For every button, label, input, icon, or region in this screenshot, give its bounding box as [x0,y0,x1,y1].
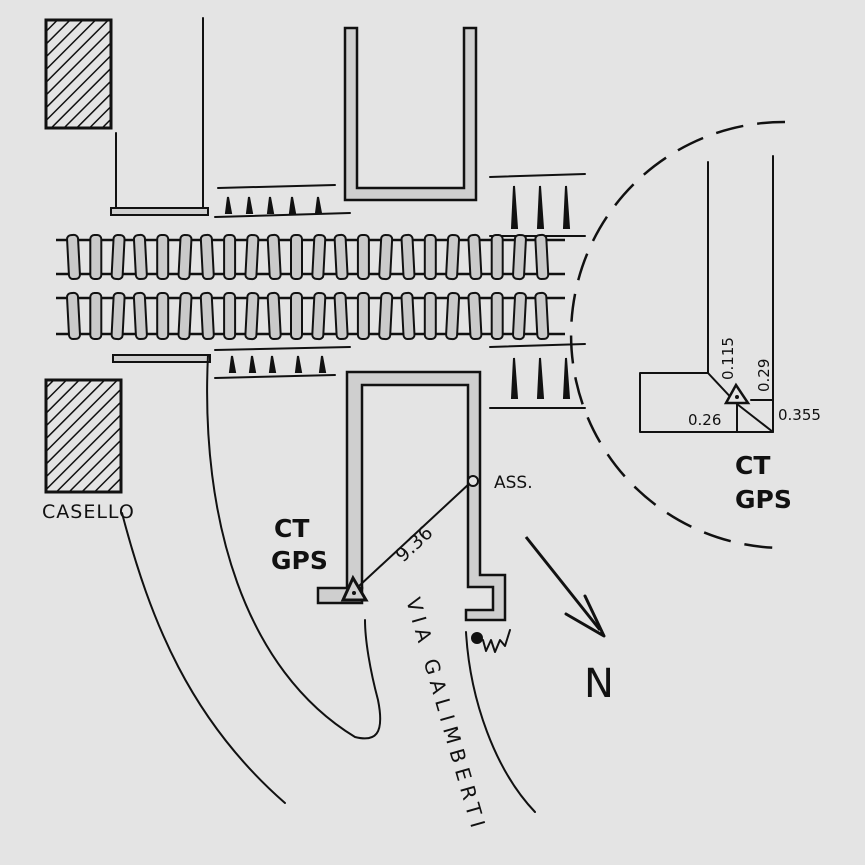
barrier-bottom-right [489,343,586,409]
distance-label: 9.36 [391,522,437,567]
post-icon [510,185,519,229]
post-icon [562,357,571,399]
ct-main-label: CT [274,514,309,543]
circle-icon [467,475,479,487]
rail-tie [110,291,126,341]
post-icon [562,185,571,229]
rail-tie [356,234,370,280]
ct-detail-label: CT [735,451,770,480]
gps-main-label: GPS [271,546,328,575]
offset-a-label: 0.115 [719,337,737,380]
rail-tie [378,233,394,281]
post-icon [266,196,275,214]
post-icon [288,196,297,214]
rail-tie [290,292,303,340]
post-icon [268,355,277,373]
rail-tie [266,233,282,281]
post-icon [536,357,545,399]
rail-tie [490,292,504,340]
rail-tie [223,292,237,340]
rail-tie [333,233,349,281]
gps-detail-label: GPS [735,485,792,514]
rail-tie [512,291,527,341]
post-icon [536,185,545,229]
rail-tie [132,233,148,281]
rail-tie [244,233,260,281]
railway-tracks [56,233,565,341]
distance-line [358,482,471,587]
post-icon [294,355,303,373]
rail-tie [177,291,193,341]
rail-tie [467,233,483,281]
rail-tie [311,291,327,341]
post-icon [245,196,254,214]
rail-tie [378,291,394,341]
detail-boundary [569,120,786,550]
post-icon [228,355,237,373]
offset-c-label: 0.26 [688,411,721,429]
rail-tie [110,233,126,281]
curved-roads [121,354,536,813]
rail-tie [423,292,437,340]
hatched-building-top [44,18,113,130]
rail-tie [132,291,148,341]
offset-b-label: 0.29 [755,359,773,392]
l-wall-bottom [345,370,507,622]
rail-tie [156,234,170,280]
rail-tie [290,234,303,280]
rail-tie [423,234,437,280]
benchmark-label: ASS. [494,473,533,493]
barrier-top-left [214,184,351,218]
rail-tie [512,233,527,281]
rail-tie [199,233,215,281]
rail-tie [266,291,282,341]
rail-tie [156,292,170,340]
post-icon [318,355,327,373]
lower-left-platform [112,354,211,363]
rail-tie [400,291,416,341]
rail-tie [400,233,416,281]
rail-tie [244,291,260,341]
triangle-icon-detail [723,382,751,405]
post-icon [248,355,257,373]
rail-tie [534,291,550,341]
rail-tie [66,233,81,281]
casello-label: CASELLO [42,501,135,523]
hydrant-icon [471,629,511,653]
rail-tie [311,233,327,281]
post-icon [224,196,233,214]
rail-tie [223,234,237,280]
triangle-icon [340,574,369,602]
rail-tie [89,292,103,340]
arrow-icon [524,536,606,638]
rail-tie [333,291,349,341]
upper-road-edges [115,17,204,208]
rail-tie [534,233,550,281]
upper-left-platform [110,207,209,216]
detail-wall [639,155,774,433]
offset-d-label: 0.355 [778,406,821,424]
rail-tie [66,291,81,341]
rail-tie [445,233,461,281]
rail-tie [199,291,215,341]
post-icon [314,196,323,214]
rail-tie [356,292,370,340]
street-label: VIA GALIMBERTI [401,595,491,836]
post-icon [510,357,519,399]
barrier-bottom-left [214,346,351,379]
u-wall-top [343,26,478,202]
rail-tie [490,234,504,280]
barrier-posts [224,185,571,399]
rail-tie [445,291,461,341]
rail-tie [467,291,483,341]
casello-building [44,378,123,494]
north-label: N [584,661,614,707]
rail-tie [177,233,193,281]
rail-tie [89,234,103,280]
